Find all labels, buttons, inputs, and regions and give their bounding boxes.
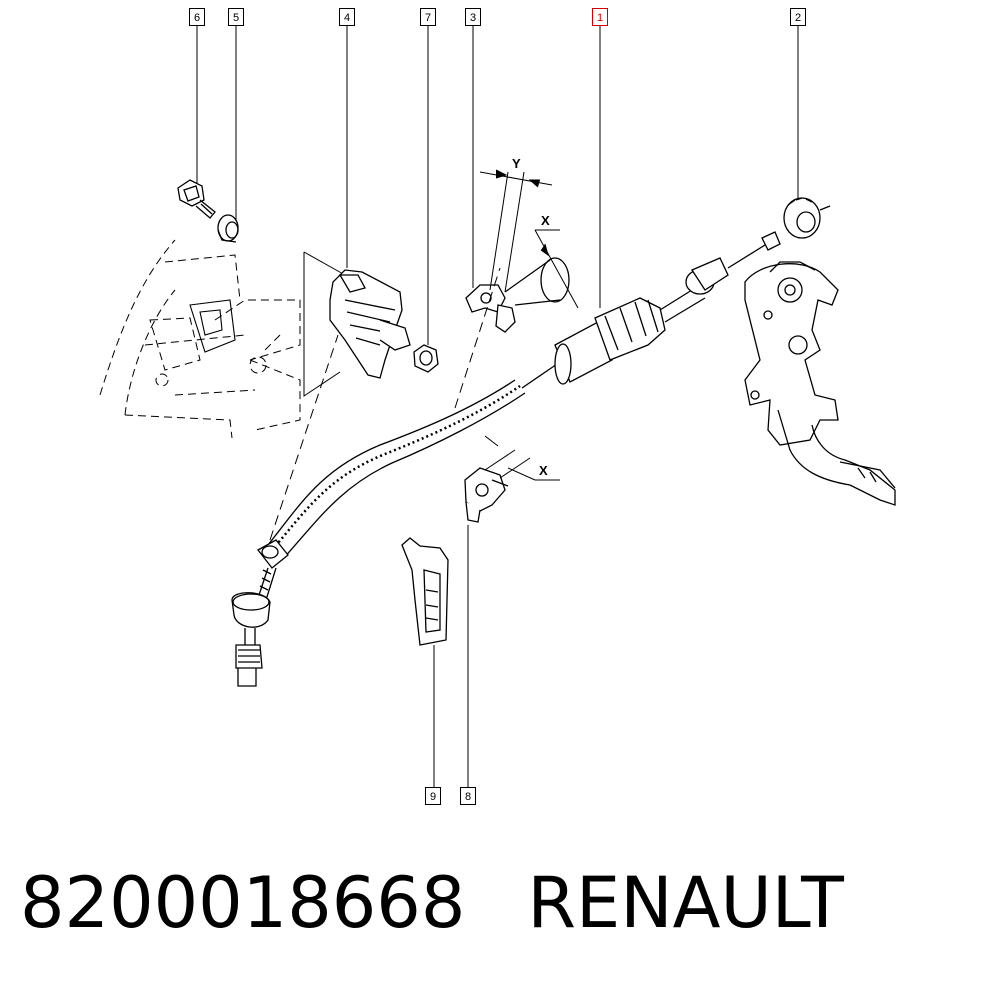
firewall-outline bbox=[99, 239, 301, 439]
part-caption: 8200018668 RENAULT bbox=[20, 858, 844, 948]
cable-part-1 bbox=[231, 231, 781, 687]
clip-part-3 bbox=[465, 257, 570, 333]
callout-5[interactable]: 5 bbox=[228, 8, 244, 26]
dimension-labels: Y X X bbox=[512, 156, 550, 478]
dimension-x-upper bbox=[534, 229, 579, 309]
callout-1[interactable]: 1 bbox=[592, 8, 608, 26]
part-number: 8200018668 bbox=[20, 862, 466, 944]
callout-8[interactable]: 8 bbox=[460, 787, 476, 805]
dimension-y bbox=[479, 169, 553, 293]
clip-part-8 bbox=[464, 467, 509, 523]
callout-3[interactable]: 3 bbox=[465, 8, 481, 26]
exploded-parts-diagram: Y X X bbox=[99, 25, 896, 788]
bolt-part-6 bbox=[177, 179, 216, 219]
leader-lines bbox=[196, 25, 799, 788]
callout-7[interactable]: 7 bbox=[420, 8, 436, 26]
pedal-assembly bbox=[744, 261, 896, 506]
plate-part-9 bbox=[401, 537, 449, 646]
nut-part-5 bbox=[217, 214, 239, 243]
dimension-x-lower-label: X bbox=[539, 463, 548, 478]
grommet-part-2 bbox=[783, 197, 831, 239]
callout-6[interactable]: 6 bbox=[189, 8, 205, 26]
brand-name: RENAULT bbox=[527, 862, 844, 944]
bracket-part-4 bbox=[329, 269, 411, 379]
dimension-x-upper-label: X bbox=[541, 213, 550, 228]
nut-part-7 bbox=[413, 344, 439, 373]
dimension-y-label: Y bbox=[512, 156, 521, 171]
assembly-lines bbox=[269, 267, 501, 541]
callout-2[interactable]: 2 bbox=[790, 8, 806, 26]
dimension-x-lower bbox=[484, 435, 560, 481]
callout-4[interactable]: 4 bbox=[339, 8, 355, 26]
callout-9[interactable]: 9 bbox=[425, 787, 441, 805]
